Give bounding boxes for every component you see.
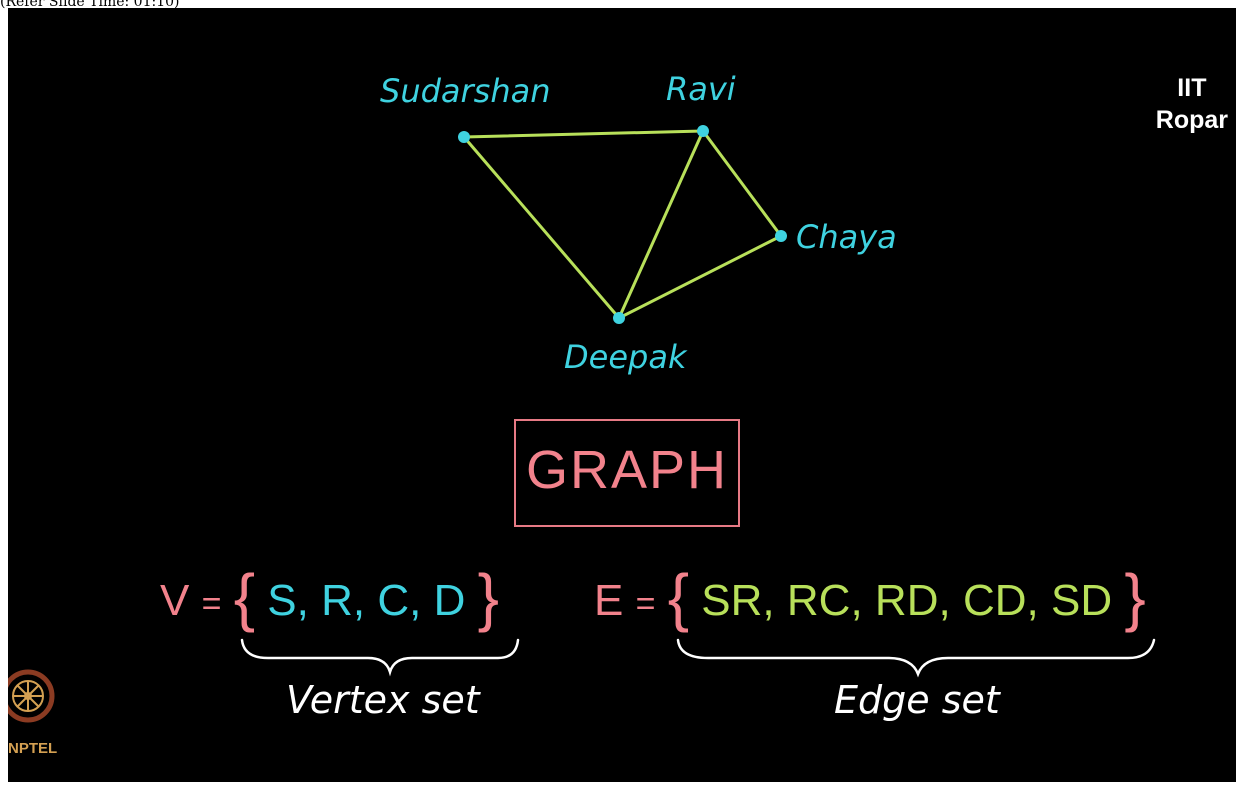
edge-set-expression: E = { SR, RC, RD, CD, SD } — [594, 556, 1146, 633]
edge-sd — [462, 135, 621, 320]
slide-time-caption: (Refer Slide Time: 01:10) — [0, 0, 180, 10]
vertex-separator: , — [352, 576, 366, 625]
node-chaya — [775, 230, 787, 242]
vertex-set-open-brace: { — [233, 561, 256, 633]
edge-item: SR — [701, 576, 763, 625]
edge-cd — [617, 234, 783, 320]
vertex-separator: , — [409, 576, 422, 625]
edge-item: RC — [786, 576, 851, 625]
vertex-set-underbrace — [240, 638, 520, 677]
node-label-chaya: Chaya — [796, 218, 897, 256]
edge-rd — [617, 129, 705, 320]
graph-diagram — [240, 125, 1156, 678]
vertex-separator: , — [296, 576, 309, 625]
node-ravi — [697, 125, 709, 137]
edge-separator: , — [762, 576, 775, 625]
node-label-deepak: Deepak — [564, 338, 687, 376]
edge-item: SD — [1050, 576, 1113, 625]
edge-set-open-brace: { — [667, 561, 690, 633]
edge-separator: , — [850, 576, 863, 625]
edge-item: RD — [874, 576, 939, 625]
edge-set-caption: Edge set — [834, 678, 1000, 722]
vertex-set-caption: Vertex set — [286, 678, 480, 722]
watermark-line2: Ropar — [1155, 106, 1228, 134]
edge-sr — [462, 129, 705, 139]
graph-title-box: GRAPH — [514, 419, 740, 527]
edge-item: CD — [962, 576, 1027, 625]
node-label-ravi: Ravi — [666, 70, 736, 108]
edge-separator: , — [1026, 576, 1039, 625]
edge-set-lhs: E — [594, 576, 624, 625]
node-sudarshan — [458, 131, 470, 143]
vertex-item: D — [433, 576, 466, 625]
blackboard: Sudarshan Ravi Chaya Deepak IIT Ropar GR… — [8, 8, 1236, 782]
edge-rc — [701, 129, 783, 238]
vertex-set-lhs: V — [160, 576, 190, 625]
vertex-item: S — [267, 576, 297, 625]
nptel-logo-text: NPTEL — [8, 740, 58, 757]
edge-separator: , — [938, 576, 951, 625]
node-label-sudarshan: Sudarshan — [380, 72, 551, 110]
iit-ropar-watermark: IIT Ropar — [1156, 72, 1228, 136]
vertex-item: R — [321, 576, 353, 625]
graph-title: GRAPH — [525, 440, 729, 500]
edge-set-close-brace: } — [1124, 561, 1146, 633]
nptel-logo-icon — [8, 669, 55, 723]
vertex-item: C — [377, 576, 410, 625]
node-deepak — [613, 312, 625, 324]
edge-set-eq: = — [635, 585, 656, 623]
vertex-set-expression: V = { S, R, C, D } — [160, 556, 500, 633]
edge-set-underbrace — [676, 638, 1156, 678]
watermark-line1: IIT — [1177, 74, 1207, 102]
vertex-set-eq: = — [201, 585, 222, 623]
vertex-set-close-brace: } — [477, 561, 500, 633]
